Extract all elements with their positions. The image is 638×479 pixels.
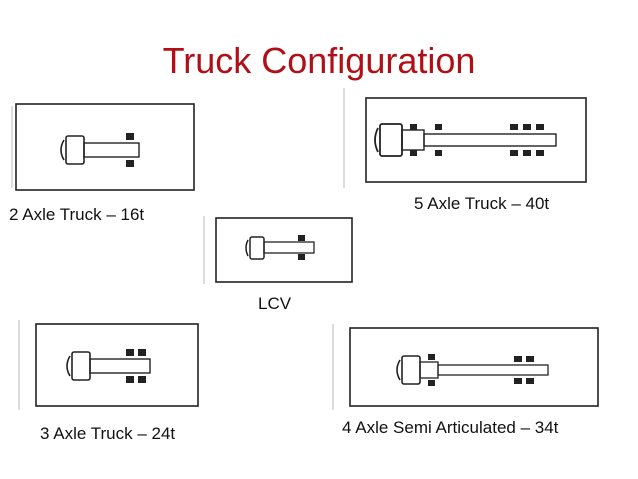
four-axle-semi-diagram	[328, 318, 608, 414]
three-axle-truck-icon	[66, 349, 151, 383]
five-axle-truck-icon	[374, 123, 557, 157]
three-axle-truck-diagram	[14, 314, 204, 414]
three-axle-truck-label: 3 Axle Truck – 24t	[40, 424, 176, 443]
page-title: Truck Configuration	[162, 40, 476, 81]
lcv-diagram	[200, 210, 360, 288]
lcv-icon	[245, 235, 315, 260]
five-axle-truck-diagram	[340, 82, 595, 194]
lcv-label: LCV	[258, 294, 292, 313]
two-axle-truck-label: 2 Axle Truck – 16t	[9, 205, 145, 224]
five-axle-truck-label: 5 Axle Truck – 40t	[414, 194, 550, 213]
two-axle-truck-icon	[60, 133, 140, 167]
four-axle-semi-label: 4 Axle Semi Articulated – 34t	[342, 418, 559, 437]
two-axle-truck-diagram	[6, 96, 206, 198]
four-axle-semi-icon	[396, 354, 549, 386]
